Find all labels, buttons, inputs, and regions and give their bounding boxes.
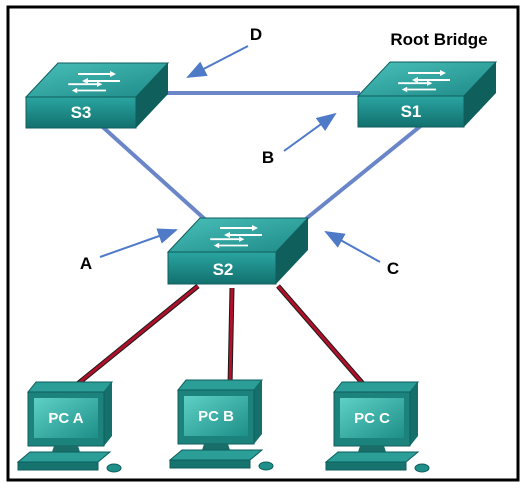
- link-s2-pca: [74, 284, 199, 388]
- pc-b-label: PC B: [198, 408, 234, 425]
- link-s3-s2: [93, 118, 210, 224]
- pc-b[interactable]: PC B: [168, 379, 274, 471]
- pc-a-label: PC A: [48, 410, 83, 427]
- marker-c: C: [387, 259, 399, 278]
- switch-s2[interactable]: S2: [166, 217, 310, 285]
- arrow-b: [283, 112, 337, 152]
- pc-a[interactable]: PC A: [16, 381, 122, 473]
- pointer-arrows: [99, 45, 381, 263]
- arrow-a: [99, 228, 178, 258]
- arrow-d: [186, 45, 249, 78]
- link-s1-s2: [300, 118, 430, 224]
- pc-c-label: PC C: [354, 410, 390, 427]
- switch-s1[interactable]: S1: [356, 61, 498, 128]
- marker-d: D: [250, 25, 262, 44]
- arrow-c: [324, 231, 381, 263]
- switch-s1-label: S1: [401, 102, 422, 121]
- root-bridge-label: Root Bridge: [390, 30, 487, 49]
- links: [73, 91, 430, 388]
- switch-s3-label: S3: [71, 103, 92, 122]
- switch-s2-label: S2: [213, 260, 234, 279]
- switch-s3[interactable]: S3: [24, 62, 170, 129]
- pc-c[interactable]: PC C: [324, 381, 430, 473]
- link-s2-pcb: [228, 287, 234, 387]
- marker-a: A: [80, 254, 92, 273]
- link-s2-pcc: [276, 285, 367, 387]
- marker-b: B: [262, 148, 274, 167]
